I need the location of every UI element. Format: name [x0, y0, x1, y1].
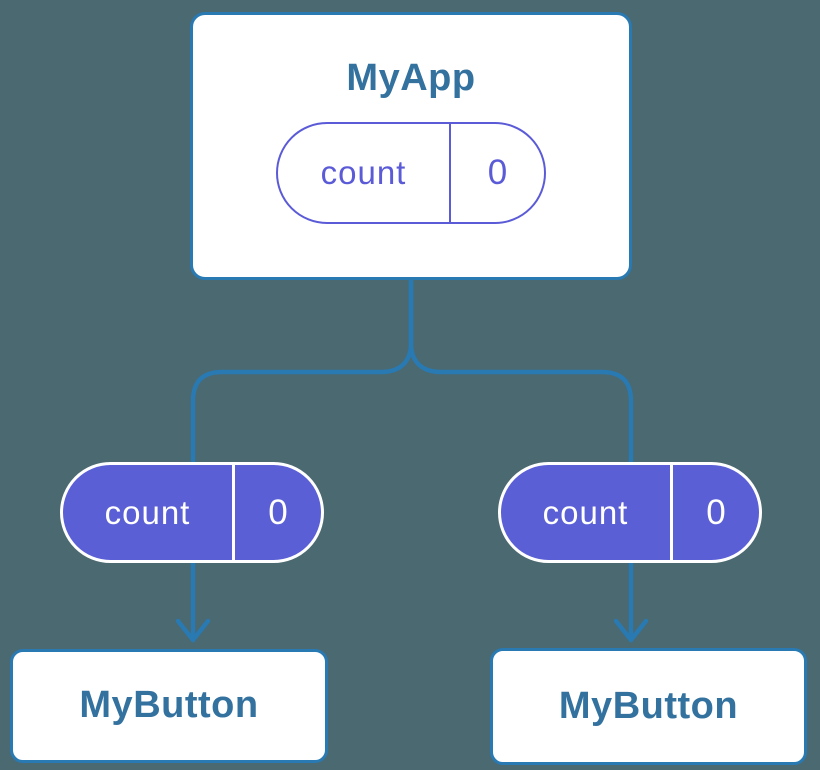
node-mybutton-right: MyButton: [490, 648, 807, 765]
prop-pill-right: count 0: [498, 462, 762, 563]
state-pill-label: count: [320, 153, 407, 191]
node-myapp-title: MyApp: [346, 57, 476, 99]
prop-pill-right-label: count: [542, 493, 629, 531]
prop-pill-left-value: 0: [232, 465, 321, 560]
prop-pill-left-label: count: [104, 493, 191, 531]
connector-right-branch: [408, 278, 634, 643]
state-pill-value: 0: [449, 123, 544, 222]
node-mybutton-left: MyButton: [10, 649, 328, 763]
prop-pill-right-value: 0: [670, 465, 759, 560]
arrowhead-right: [613, 618, 649, 643]
state-pill: count 0: [276, 121, 546, 224]
connector-left-branch: [190, 278, 414, 643]
prop-pill-left: count 0: [60, 462, 324, 563]
node-mybutton-left-title: MyButton: [79, 684, 259, 727]
node-mybutton-right-title: MyButton: [558, 684, 739, 727]
arrowhead-left: [175, 618, 211, 643]
node-myapp: MyApp count 0: [190, 12, 632, 280]
